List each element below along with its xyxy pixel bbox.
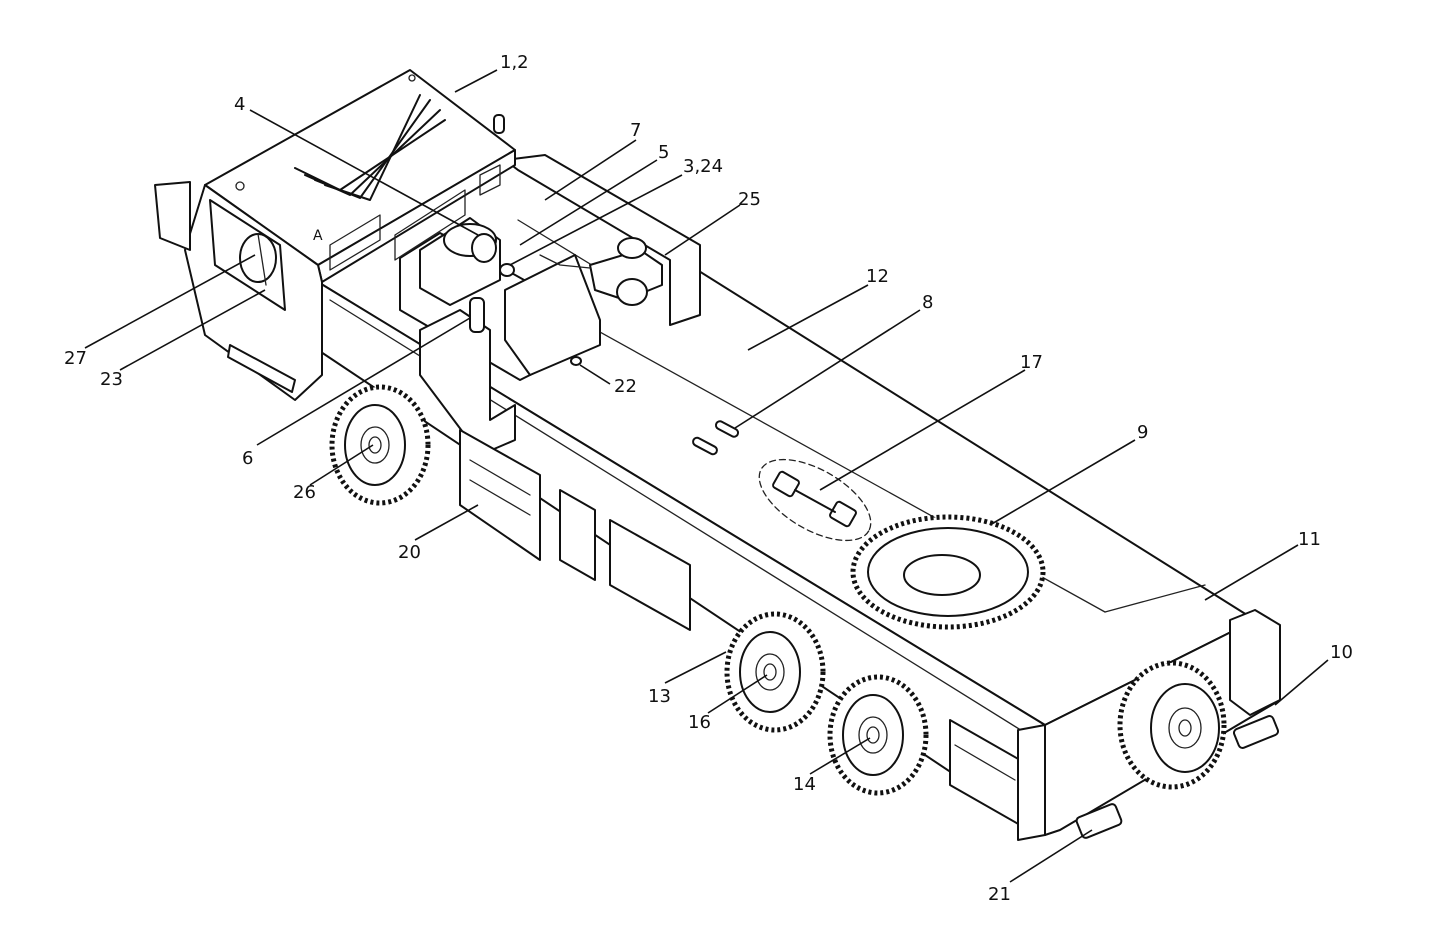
wheel-middle-1 [724, 611, 826, 733]
label-7: 7 [630, 120, 641, 141]
label-17: 17 [1020, 352, 1043, 373]
label-8: 8 [922, 292, 933, 313]
wheel-front [329, 384, 431, 506]
label-1-2: 1,2 [500, 52, 529, 73]
wheel-rear [1117, 660, 1227, 790]
label-25: 25 [738, 189, 761, 210]
label-3-24: 3,24 [683, 156, 723, 177]
label-16: 16 [688, 712, 711, 733]
slewing-ring [850, 514, 1046, 630]
label-14: 14 [793, 774, 816, 795]
label-6: 6 [242, 448, 253, 469]
side-compartments [459, 429, 1281, 841]
leader-lines [84, 69, 1329, 883]
label-13: 13 [648, 686, 671, 707]
engine-bay [399, 154, 701, 456]
label-5: 5 [658, 142, 669, 163]
label-20: 20 [398, 542, 421, 563]
label-22: 22 [614, 376, 637, 397]
callout-labels: 1,2 4 7 5 3,24 25 12 8 17 9 11 10 27 23 … [64, 52, 1353, 905]
label-26: 26 [293, 482, 316, 503]
label-4: 4 [234, 94, 245, 115]
label-9: 9 [1137, 422, 1148, 443]
label-11: 11 [1298, 529, 1321, 550]
label-10: 10 [1330, 642, 1353, 663]
outrigger-pads [1075, 715, 1280, 839]
label-27: 27 [64, 348, 87, 369]
wheel-middle-2 [827, 674, 929, 796]
cab: A [154, 69, 516, 401]
label-23: 23 [100, 369, 123, 390]
label-21: 21 [988, 884, 1011, 905]
svg-text:A: A [313, 228, 323, 244]
deck-fittings [692, 420, 872, 542]
label-12: 12 [866, 266, 889, 287]
